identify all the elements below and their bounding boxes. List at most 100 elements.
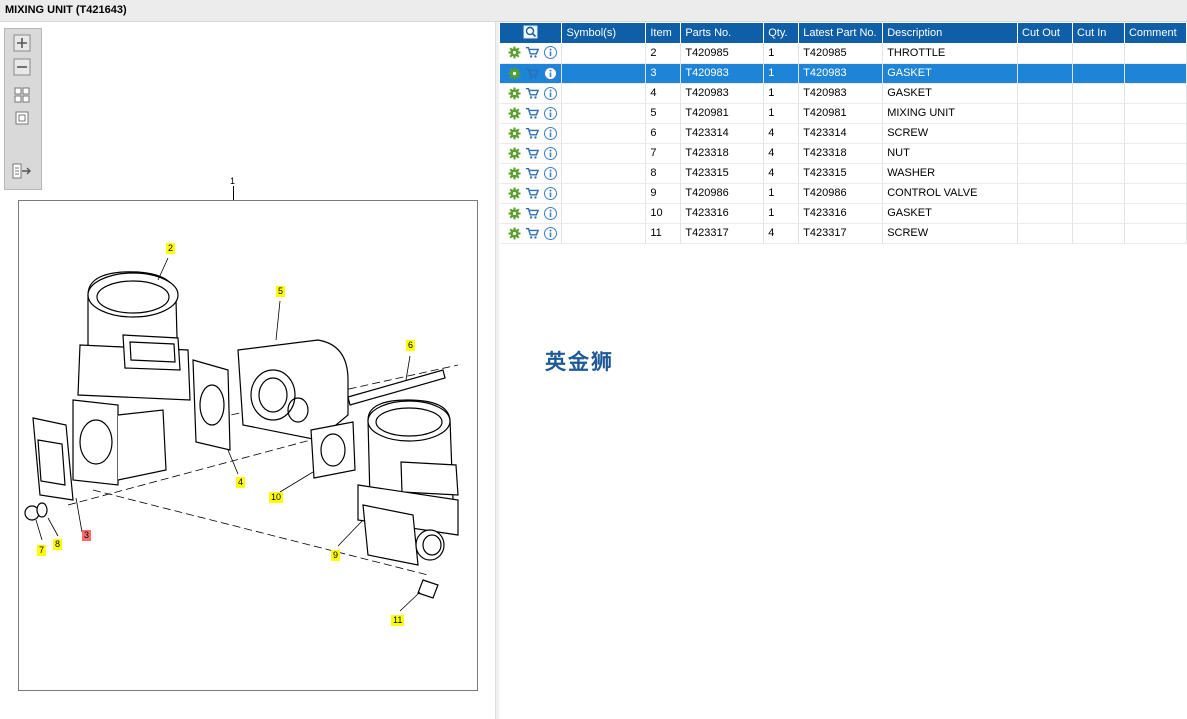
callout-label[interactable]: 11 xyxy=(391,615,405,626)
gear-icon[interactable] xyxy=(507,206,521,220)
row-actions xyxy=(500,63,563,84)
cell-symbols xyxy=(561,123,647,144)
cell-symbols xyxy=(561,183,647,204)
column-header-symbols[interactable]: Symbol(s) xyxy=(561,23,647,43)
column-header-qty[interactable]: Qty. xyxy=(763,23,800,43)
gear-icon[interactable] xyxy=(507,126,521,140)
cart-icon[interactable] xyxy=(525,126,539,140)
cell-cut-out xyxy=(1017,143,1074,164)
callout-label[interactable]: 6 xyxy=(406,340,416,351)
cell-cut-out xyxy=(1017,103,1074,124)
minus-icon xyxy=(13,58,31,76)
cell-parts-no: T423318 xyxy=(680,143,765,164)
cart-icon[interactable] xyxy=(525,166,539,180)
column-header-parts-no[interactable]: Parts No. xyxy=(680,23,765,43)
column-header-actions[interactable] xyxy=(500,23,563,43)
info-icon[interactable] xyxy=(543,166,557,180)
info-icon[interactable] xyxy=(543,106,557,120)
zoom-in-button[interactable] xyxy=(12,33,32,53)
callout-label[interactable]: 10 xyxy=(269,492,284,503)
info-icon[interactable] xyxy=(543,66,557,80)
cell-latest-part-no: T420981 xyxy=(798,103,884,124)
info-icon[interactable] xyxy=(543,86,557,100)
cart-icon[interactable] xyxy=(525,86,539,100)
cell-item: 8 xyxy=(645,163,682,184)
cell-symbols xyxy=(561,163,647,184)
fit-page-button[interactable] xyxy=(12,108,32,128)
gear-icon[interactable] xyxy=(507,146,521,160)
cell-item: 3 xyxy=(645,63,682,84)
cell-latest-part-no: T423315 xyxy=(798,163,884,184)
fit-all-button[interactable] xyxy=(12,85,32,105)
info-icon[interactable] xyxy=(543,126,557,140)
info-icon[interactable] xyxy=(543,46,557,60)
cell-parts-no: T423316 xyxy=(680,203,765,224)
assembly-callout: 1 xyxy=(230,176,236,186)
cell-description: THROTTLE xyxy=(882,43,1019,64)
pane-splitter[interactable] xyxy=(495,22,499,719)
gear-icon[interactable] xyxy=(507,106,521,120)
search-icon[interactable] xyxy=(523,25,539,39)
cell-comment xyxy=(1124,143,1187,164)
callout-label[interactable]: 4 xyxy=(236,477,246,488)
cell-latest-part-no: T420983 xyxy=(798,63,884,84)
cell-qty: 4 xyxy=(763,143,800,164)
info-icon[interactable] xyxy=(543,206,557,220)
cell-qty: 1 xyxy=(763,83,800,104)
export-button[interactable] xyxy=(12,161,32,181)
cart-icon[interactable] xyxy=(525,226,539,240)
column-header-cut-in[interactable]: Cut In xyxy=(1072,23,1125,43)
column-header-description[interactable]: Description xyxy=(882,23,1019,43)
cell-cut-in xyxy=(1072,83,1125,104)
info-icon[interactable] xyxy=(543,226,557,240)
gear-icon[interactable] xyxy=(507,166,521,180)
row-actions xyxy=(500,123,563,144)
cell-cut-in xyxy=(1072,183,1125,204)
gear-icon[interactable] xyxy=(507,226,521,240)
zoom-out-button[interactable] xyxy=(12,57,32,77)
gear-icon[interactable] xyxy=(507,46,521,60)
callout-label[interactable]: 8 xyxy=(53,539,63,550)
cell-description: SCREW xyxy=(882,123,1019,144)
cart-icon[interactable] xyxy=(525,186,539,200)
arrow-right-list-icon xyxy=(12,163,31,179)
column-header-comment[interactable]: Comment xyxy=(1124,23,1187,43)
column-header-latest-part-no[interactable]: Latest Part No. xyxy=(798,23,884,43)
row-actions xyxy=(500,223,563,244)
exploded-parts-drawing[interactable] xyxy=(18,200,478,691)
cart-icon[interactable] xyxy=(525,146,539,160)
callout-label[interactable]: 9 xyxy=(331,550,341,561)
parts-table: Symbol(s) Item Parts No. Qty. Latest Par… xyxy=(500,23,1187,244)
callout-label[interactable]: 7 xyxy=(37,545,47,556)
info-icon[interactable] xyxy=(543,146,557,160)
cell-qty: 4 xyxy=(763,163,800,184)
cart-icon[interactable] xyxy=(525,106,539,120)
gear-icon[interactable] xyxy=(507,86,521,100)
gear-icon[interactable] xyxy=(507,186,521,200)
row-actions xyxy=(500,83,563,104)
info-icon[interactable] xyxy=(543,186,557,200)
gear-icon[interactable] xyxy=(507,66,521,80)
callout-label[interactable]: 2 xyxy=(166,243,176,254)
cell-cut-in xyxy=(1072,163,1125,184)
callout-label-selected[interactable]: 3 xyxy=(82,530,92,541)
column-header-item[interactable]: Item xyxy=(645,23,682,43)
column-header-cut-out[interactable]: Cut Out xyxy=(1017,23,1074,43)
callout-label[interactable]: 5 xyxy=(276,286,286,297)
cart-icon[interactable] xyxy=(525,66,539,80)
cell-cut-out xyxy=(1017,163,1074,184)
cell-cut-out xyxy=(1017,183,1074,204)
cell-parts-no: T423315 xyxy=(680,163,765,184)
cart-icon[interactable] xyxy=(525,206,539,220)
cart-icon[interactable] xyxy=(525,46,539,60)
